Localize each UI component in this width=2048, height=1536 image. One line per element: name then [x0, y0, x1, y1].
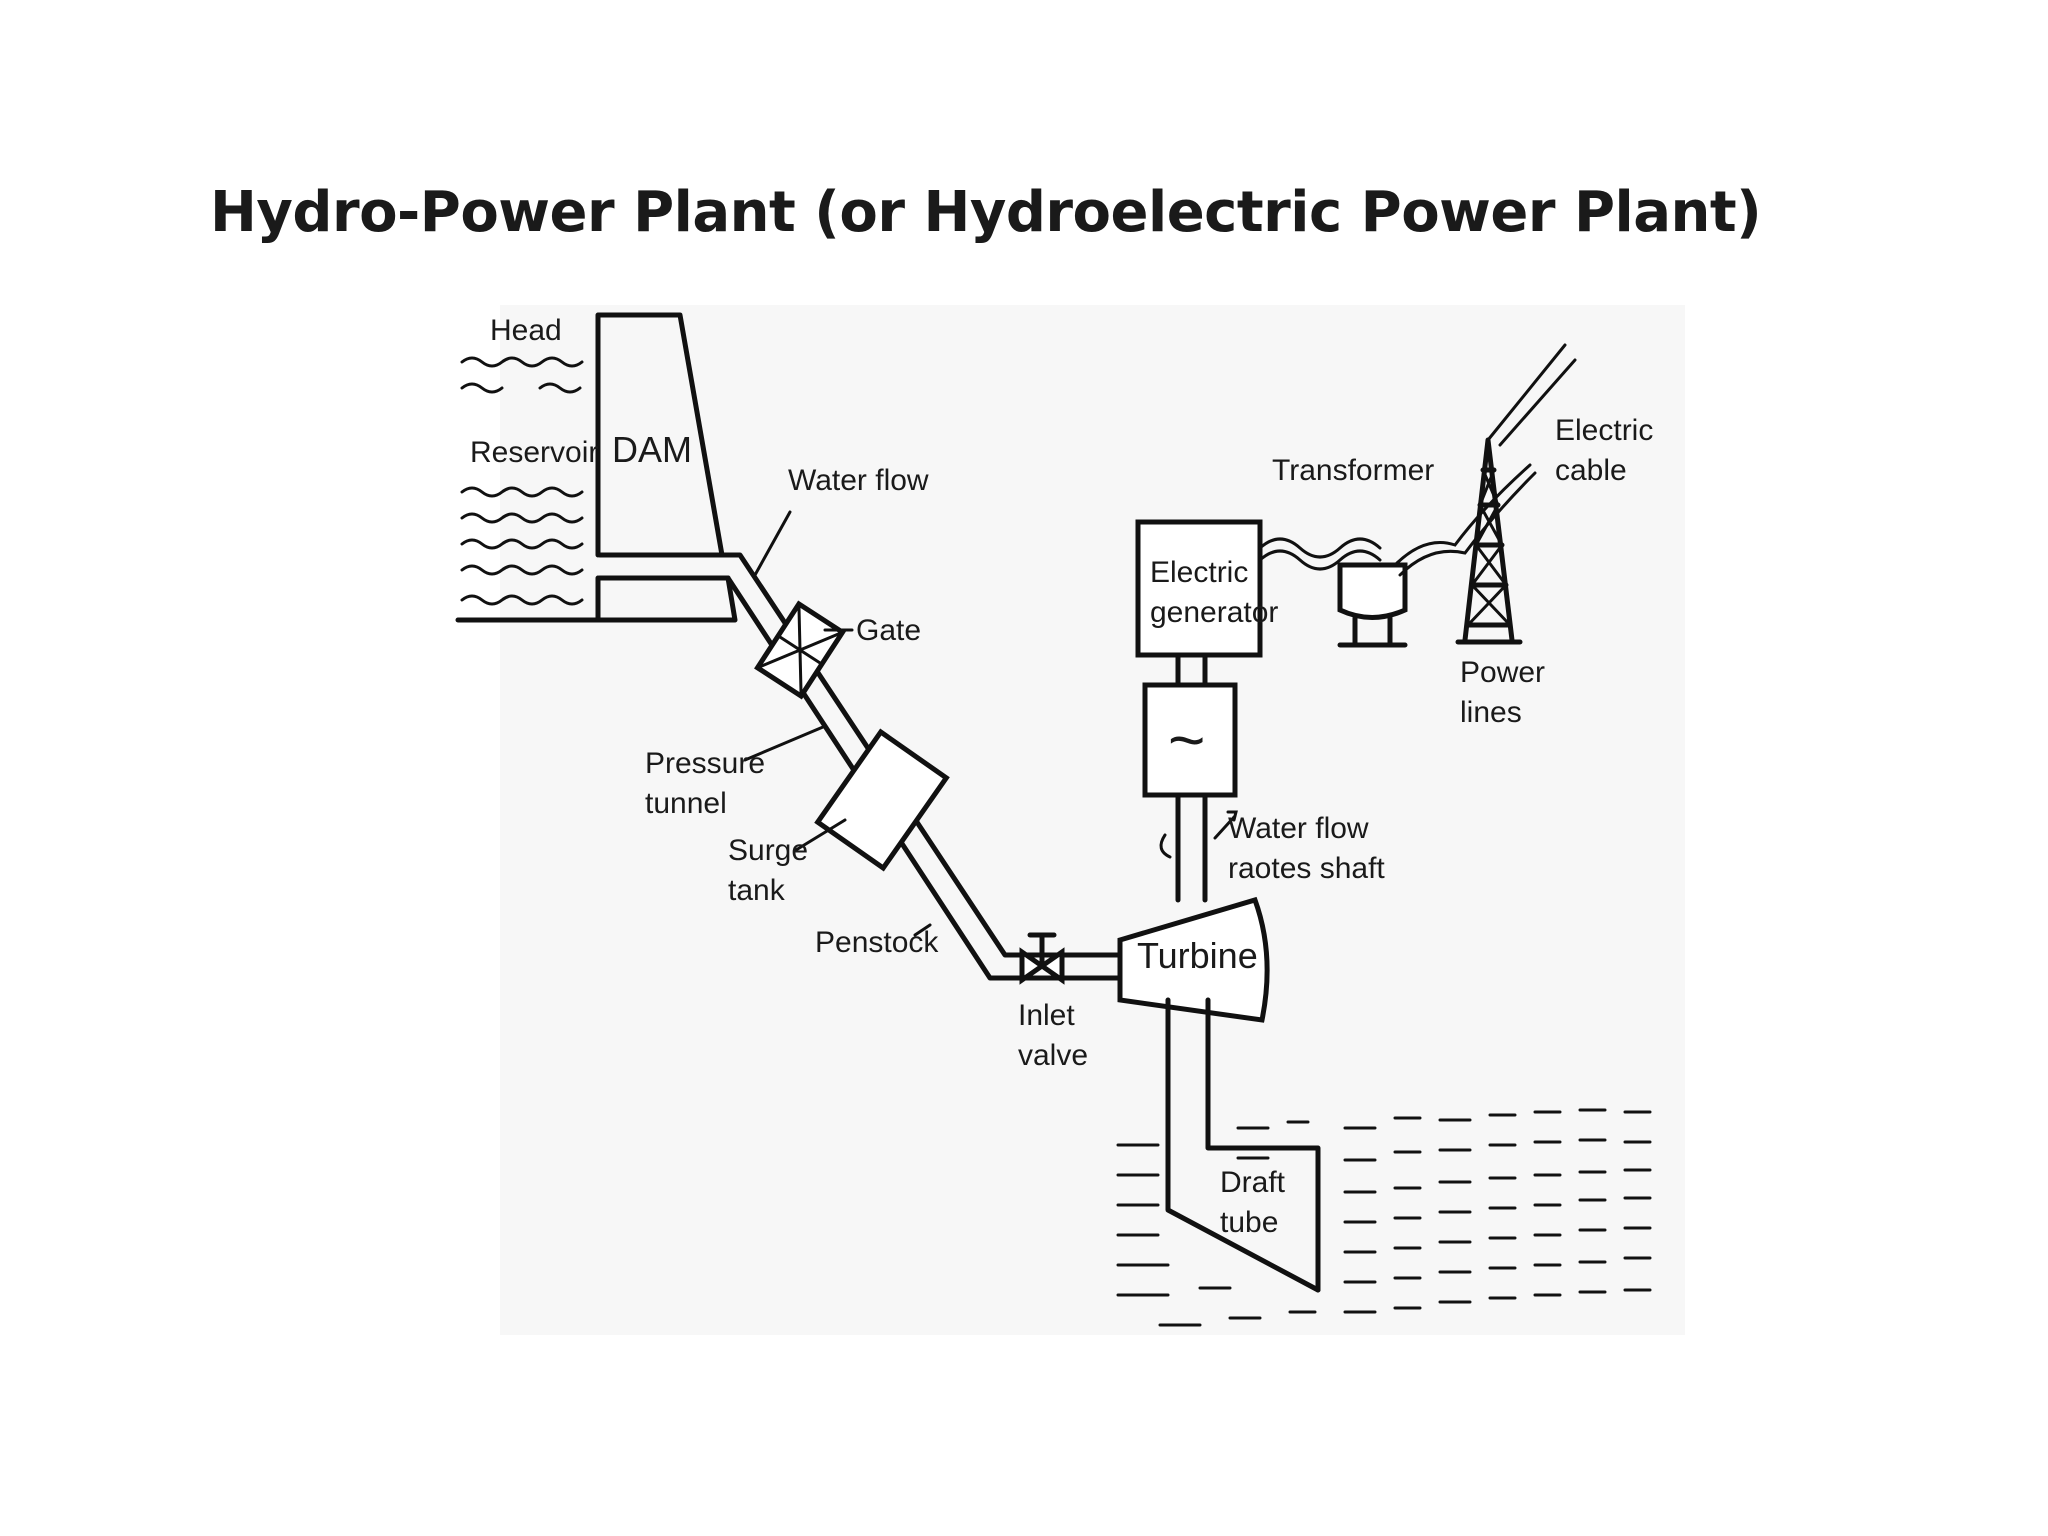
label-electric-cable-2: cable	[1555, 454, 1627, 487]
label-pressure-tunnel-1: Pressure	[645, 747, 765, 780]
transformer-icon	[1337, 562, 1408, 648]
electric-generator	[1135, 519, 1263, 658]
label-draft-tube-1: Draft	[1220, 1166, 1286, 1199]
turbine-shaft	[1159, 792, 1238, 903]
label-surge-tank-1: Surge	[728, 834, 808, 867]
gate-icon	[754, 600, 846, 700]
label-generator-2: generator	[1150, 596, 1278, 629]
label-pressure-tunnel-2: tunnel	[645, 787, 727, 820]
inlet-valve-icon	[1019, 932, 1065, 985]
alternator-symbol: ~	[1168, 704, 1205, 776]
label-penstock: Penstock	[815, 926, 939, 959]
label-water-flow-shaft-1: Water flow	[1228, 812, 1369, 845]
leader-lines	[743, 510, 932, 937]
label-turbine: Turbine	[1137, 935, 1258, 976]
alternator	[1142, 682, 1238, 798]
label-draft-tube-2: tube	[1220, 1206, 1278, 1239]
label-surge-tank-2: tank	[728, 874, 786, 907]
tailrace-water	[1116, 1108, 1652, 1327]
label-reservoir: Reservoir	[470, 436, 598, 469]
surge-tank	[814, 728, 950, 872]
diagram-background	[500, 305, 1685, 1335]
label-transformer: Transformer	[1272, 454, 1434, 487]
page-title: Hydro-Power Plant (or Hydroelectric Powe…	[210, 180, 1762, 245]
label-generator-1: Electric	[1150, 556, 1248, 589]
label-power-lines-2: lines	[1460, 696, 1522, 729]
label-inlet-valve-1: Inlet	[1018, 999, 1075, 1032]
generator-shaft	[1175, 652, 1208, 688]
electric-cable	[1486, 343, 1577, 447]
label-electric-cable-1: Electric	[1555, 414, 1653, 447]
label-gate: Gate	[856, 614, 921, 647]
label-water-flow: Water flow	[788, 464, 929, 497]
label-dam: DAM	[612, 429, 692, 470]
label-inlet-valve-2: valve	[1018, 1039, 1088, 1072]
label-water-flow-shaft-2: raotes shaft	[1228, 852, 1385, 885]
power-tower	[1455, 437, 1523, 645]
turbine	[1117, 896, 1270, 1023]
label-power-lines-1: Power	[1460, 656, 1545, 689]
transmission-wires	[1393, 463, 1537, 577]
draft-tube	[1165, 997, 1321, 1293]
generator-wires	[1258, 537, 1382, 571]
label-head: Head	[490, 314, 562, 347]
reservoir-water	[455, 356, 603, 623]
